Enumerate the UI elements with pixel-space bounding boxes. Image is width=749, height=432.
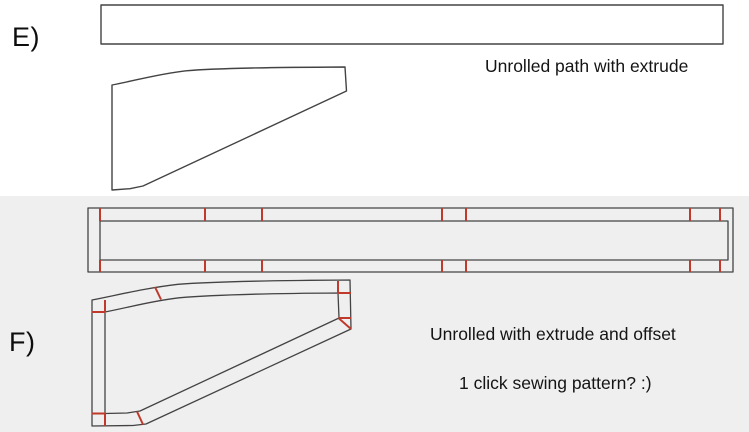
strip-top-seam-ticks bbox=[99, 208, 721, 221]
section-label-e: E) bbox=[12, 22, 40, 52]
shape-right-junction-marks bbox=[338, 317, 352, 330]
unrolled-strip-rectangle bbox=[100, 4, 724, 45]
strip-bottom-seam-ticks bbox=[99, 260, 721, 272]
section-label-f: F) bbox=[9, 327, 36, 357]
offset-shape-inner-outline bbox=[104, 292, 340, 415]
panel-e-drawing bbox=[100, 4, 724, 191]
offset-strip-inner-rectangle bbox=[99, 220, 729, 261]
shape-top-left-corner-marks bbox=[91, 300, 106, 313]
shape-top-right-corner-marks bbox=[337, 281, 351, 294]
caption-sewing-pattern: 1 click sewing pattern? :) bbox=[459, 373, 652, 393]
panel-e: E) Unrolled path with extrude bbox=[0, 0, 749, 196]
shape-bottom-left-corner-marks bbox=[91, 412, 106, 426]
extruded-curved-shape bbox=[111, 66, 348, 191]
shape-bottom-diagonal-tick bbox=[136, 411, 144, 425]
caption-unrolled-path: Unrolled path with extrude bbox=[485, 56, 689, 76]
seam-tick-marks bbox=[91, 208, 721, 426]
panel-f: F) Unrolled with extrude and offset 1 cl… bbox=[0, 196, 749, 432]
offset-shape-outer-outline bbox=[91, 279, 352, 427]
panel-e-outlines bbox=[100, 4, 724, 191]
panel-f-drawing bbox=[87, 207, 734, 427]
panel-f-outlines bbox=[87, 207, 734, 427]
offset-strip-outer-rectangle bbox=[87, 207, 734, 273]
caption-unrolled-offset: Unrolled with extrude and offset bbox=[430, 324, 676, 344]
shape-top-curve-tick bbox=[154, 286, 162, 300]
